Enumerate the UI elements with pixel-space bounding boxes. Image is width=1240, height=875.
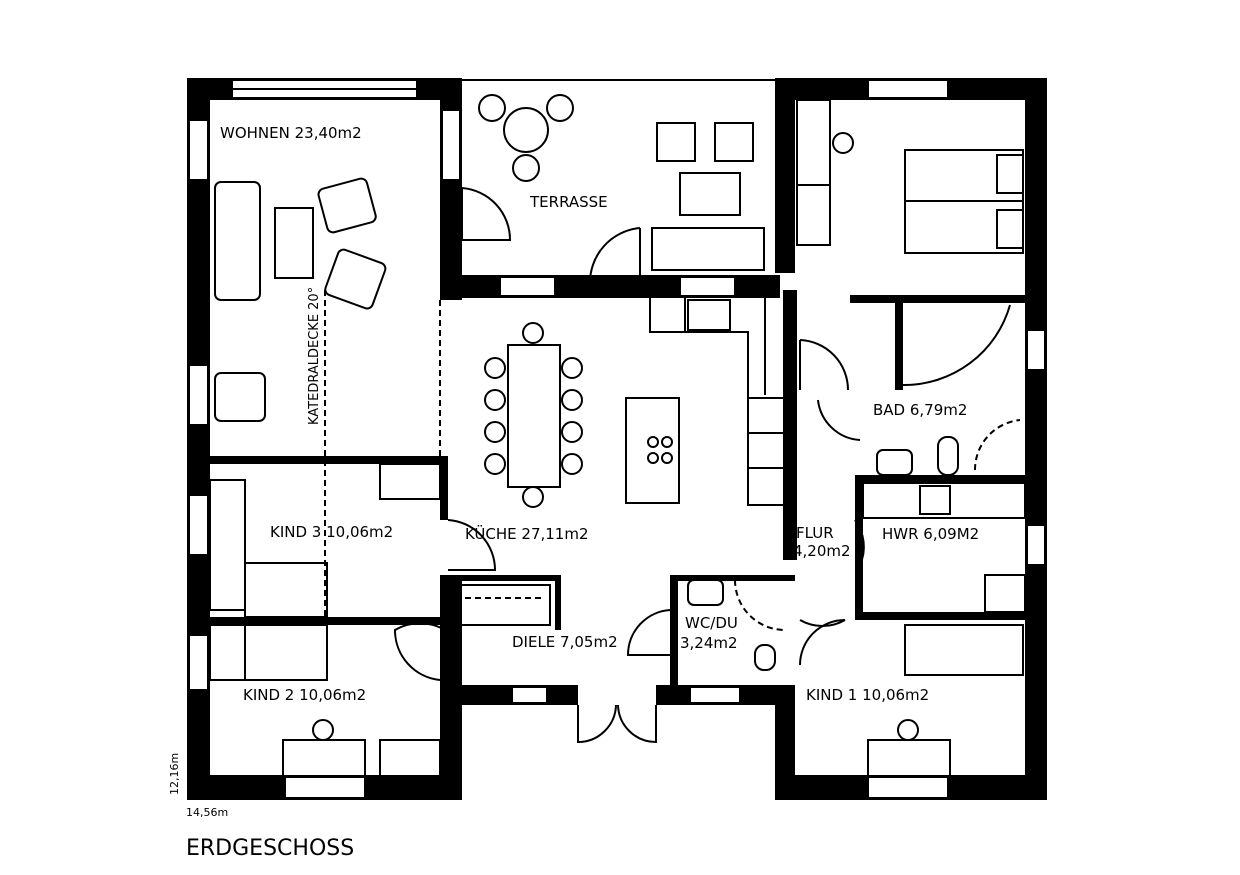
doors bbox=[393, 187, 1021, 744]
floor-title: ERDGESCHOSS bbox=[186, 836, 354, 861]
room-label-kind1: KIND 1 10,06m2 bbox=[806, 686, 929, 704]
room-label-wcdu: WC/DU bbox=[685, 614, 738, 632]
room-label-kueche: KÜCHE 27,11m2 bbox=[465, 524, 589, 543]
height-dimension: 12,16m bbox=[168, 753, 181, 795]
room-label-kind3: KIND 3 10,06m2 bbox=[270, 523, 393, 541]
room-area-wcdu: 3,24m2 bbox=[680, 634, 738, 652]
width-dimension: 14,56m bbox=[186, 806, 228, 819]
room-label-hwr: HWR 6,09M2 bbox=[882, 525, 979, 543]
windows bbox=[188, 79, 1046, 799]
ceiling-label: KATEDRALDECKE 20° bbox=[307, 287, 322, 425]
room-label-kind2: KIND 2 10,06m2 bbox=[243, 686, 366, 704]
room-area-flur: 4,20m2 bbox=[793, 542, 851, 560]
room-label-terrasse: TERRASSE bbox=[529, 193, 608, 211]
room-label-flur: FLUR bbox=[796, 524, 834, 542]
room-label-bad: BAD 6,79m2 bbox=[873, 401, 967, 419]
room-label-diele: DIELE 7,05m2 bbox=[512, 633, 618, 651]
furniture bbox=[209, 94, 1026, 778]
room-label-wohnen: WOHNEN 23,40m2 bbox=[220, 124, 362, 142]
